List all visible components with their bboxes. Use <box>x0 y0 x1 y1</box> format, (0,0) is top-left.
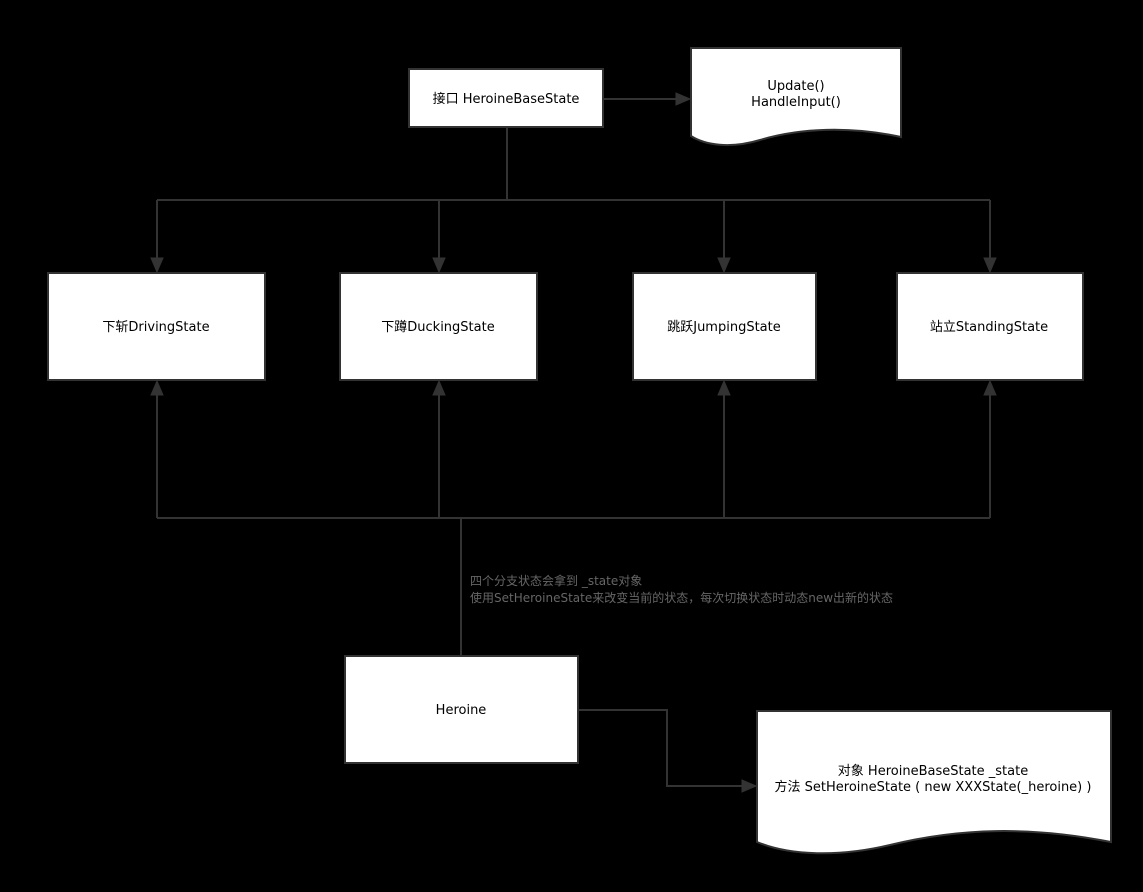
node-methods-doc-line-1: Update() <box>767 79 824 94</box>
annotation-line-1: 四个分支状态会拿到 _state对象 <box>470 573 642 588</box>
arrowhead-standing-top <box>983 257 997 274</box>
node-methods-doc: Update() HandleInput() <box>690 47 902 146</box>
node-driving-state: 下斩DrivingState <box>47 272 266 381</box>
arrowhead-driving-top <box>150 257 164 274</box>
arrowhead-standing-bottom <box>983 379 997 396</box>
edge-heroine-to-doc <box>579 709 744 787</box>
node-standing-state-label: 站立StandingState <box>930 320 1048 335</box>
node-jumping-state-label: 跳跃JumpingState <box>667 320 781 335</box>
arrowhead-jumping-bottom <box>717 379 731 396</box>
arrowhead-jumping-top <box>717 257 731 274</box>
node-driving-state-label: 下斩DrivingState <box>102 320 209 335</box>
node-heroine-doc-line-1: 对象 HeroineBaseState _state <box>838 764 1028 779</box>
node-heroine: Heroine <box>344 655 579 764</box>
node-jumping-state: 跳跃JumpingState <box>632 272 817 381</box>
node-base-state: 接口 HeroineBaseState <box>408 68 604 128</box>
node-ducking-state-label: 下蹲DuckingState <box>381 320 494 335</box>
arrowhead-methods <box>675 92 692 106</box>
node-standing-state: 站立StandingState <box>896 272 1084 381</box>
annotation-note: 四个分支状态会拿到 _state对象 使用SetHeroineState来改变当… <box>470 573 893 605</box>
node-methods-doc-line-2: HandleInput() <box>751 95 841 110</box>
node-heroine-label: Heroine <box>436 703 487 718</box>
arrowhead-ducking-bottom <box>432 379 446 396</box>
arrowhead-driving-bottom <box>150 379 164 396</box>
arrowhead-heroine-doc <box>741 779 758 793</box>
edges <box>150 92 997 793</box>
node-heroine-doc-line-2: 方法 SetHeroineState ( new XXXState(_heroi… <box>775 779 1092 795</box>
arrowhead-ducking-top <box>432 257 446 274</box>
node-ducking-state: 下蹲DuckingState <box>339 272 538 381</box>
node-heroine-doc: 对象 HeroineBaseState _state 方法 SetHeroine… <box>756 710 1112 855</box>
annotation-line-2: 使用SetHeroineState来改变当前的状态，每次切换状态时动态new出新… <box>470 590 893 605</box>
node-base-state-label: 接口 HeroineBaseState <box>433 91 580 107</box>
